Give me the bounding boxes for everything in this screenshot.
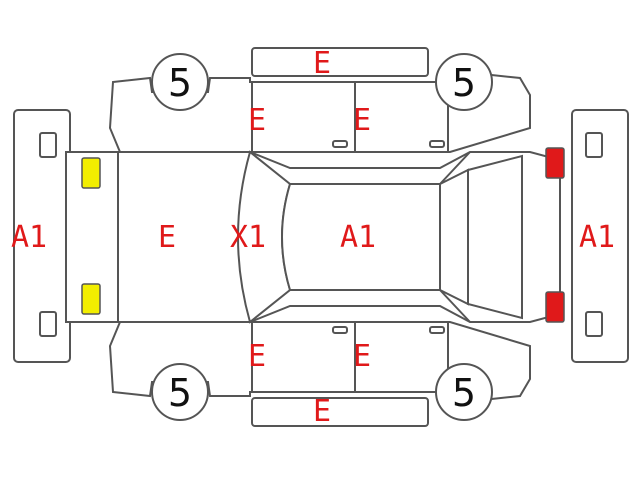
tire-front-left-circle	[151, 53, 209, 111]
headlight-top	[81, 157, 101, 189]
code-rear-door-right: E	[353, 339, 371, 374]
tire-rear-right-circle	[435, 363, 493, 421]
door-handle-top-rear	[429, 140, 445, 148]
rear-bumper-tab-top	[585, 132, 603, 158]
tire-rear-right: 5	[435, 363, 493, 421]
front-bumper-tab-top	[39, 132, 57, 158]
c-pillar-top	[439, 151, 471, 185]
code-roof: A1	[340, 220, 376, 255]
tire-rear-left: 5	[435, 53, 493, 111]
tire-front-left: 5	[151, 53, 209, 111]
code-side-top: E	[313, 46, 331, 81]
tire-rear-left-label: 5	[452, 61, 476, 105]
rear-deck	[467, 154, 523, 320]
code-rear-bumper: A1	[579, 220, 615, 255]
tire-front-right-label: 5	[168, 371, 192, 415]
roof	[281, 183, 441, 291]
tire-rear-right-label: 5	[452, 371, 476, 415]
code-front-door-left: E	[248, 103, 266, 138]
code-front-door-right: E	[248, 339, 266, 374]
rear-window	[439, 168, 469, 306]
tire-front-right-circle	[151, 363, 209, 421]
door-handle-bottom-rear	[429, 326, 445, 334]
c-pillar-bottom	[439, 289, 471, 323]
door-handle-bottom-front	[332, 326, 348, 334]
tire-front-left-label: 5	[168, 61, 192, 105]
side-strip-top	[251, 47, 429, 77]
code-hood: E	[158, 220, 176, 255]
tire-rear-left-circle	[435, 53, 493, 111]
code-windshield: X1	[230, 220, 266, 255]
taillight-bottom	[545, 291, 565, 323]
front-bumper-tab-bottom	[39, 311, 57, 337]
door-handle-top-front	[332, 140, 348, 148]
code-side-bottom: E	[313, 394, 331, 429]
rear-bumper-tab-bottom	[585, 311, 603, 337]
code-rear-door-left: E	[353, 103, 371, 138]
rear-bumper	[571, 109, 629, 363]
side-strip-bottom	[251, 397, 429, 427]
tire-front-right: 5	[151, 363, 209, 421]
taillight-top	[545, 147, 565, 179]
headlight-bottom	[81, 283, 101, 315]
code-front-bumper: A1	[11, 220, 47, 255]
